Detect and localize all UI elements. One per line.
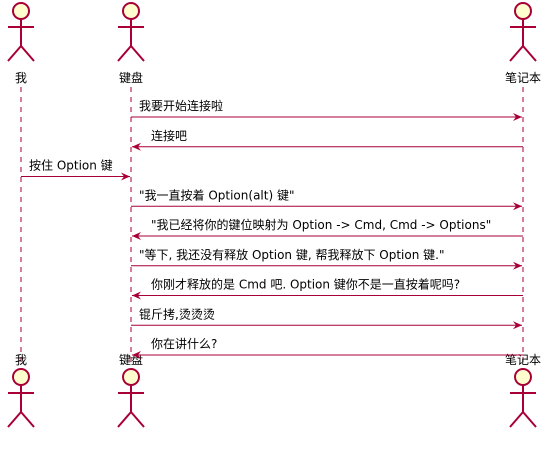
message-label: "我一直按着 Option(alt) 键" (139, 187, 294, 202)
message-label: 你在讲什么? (151, 336, 217, 351)
actor-keyboard-bottom: 键盘 (117, 352, 145, 428)
message-label: 锟斤拷,烫烫烫 (139, 306, 215, 321)
actor-label: 键盘 (119, 352, 143, 367)
message: "我已经将你的键位映射为 Option -> Cmd, Cmd -> Optio… (132, 217, 523, 240)
actor-laptop-top: 笔记本 (505, 2, 541, 85)
actor-label: 笔记本 (505, 352, 541, 367)
message: 连接吧 (132, 128, 523, 151)
message: 锟斤拷,烫烫烫 (131, 306, 522, 330)
actor-label: 我 (15, 353, 27, 367)
message: 你刚才释放的是 Cmd 吧. Option 键你不是一直按着呢吗? (132, 277, 523, 300)
actor-figure-icon (7, 368, 35, 428)
actor-figure-icon (117, 2, 145, 62)
actor-figure-icon (509, 2, 537, 62)
message: "我一直按着 Option(alt) 键" (131, 187, 522, 211)
actor-me-bottom: 我 (7, 353, 35, 428)
message-label: 我要开始连接啦 (139, 98, 223, 113)
message: "等下, 我还没有释放 Option 键, 帮我释放下 Option 键." (131, 247, 522, 270)
actor-label: 笔记本 (505, 70, 541, 85)
actor-figure-icon (117, 368, 145, 428)
message-label: 连接吧 (151, 128, 187, 143)
actor-laptop-bottom: 笔记本 (505, 352, 541, 428)
actor-keyboard-top: 键盘 (117, 2, 145, 85)
message-label: 按住 Option 键 (29, 159, 113, 173)
message-label: "等下, 我还没有释放 Option 键, 帮我释放下 Option 键." (139, 247, 444, 262)
message: 我要开始连接啦 (131, 98, 522, 121)
message: 你在讲什么? (132, 336, 523, 359)
actor-me-top: 我 (7, 2, 35, 85)
actor-label: 我 (15, 71, 27, 85)
actor-label: 键盘 (119, 70, 143, 85)
message-label: 你刚才释放的是 Cmd 吧. Option 键你不是一直按着呢吗? (151, 277, 460, 292)
message-label: "我已经将你的键位映射为 Option -> Cmd, Cmd -> Optio… (151, 217, 491, 232)
actor-figure-icon (509, 368, 537, 428)
message: 按住 Option 键 (21, 159, 130, 181)
actor-figure-icon (7, 2, 35, 62)
